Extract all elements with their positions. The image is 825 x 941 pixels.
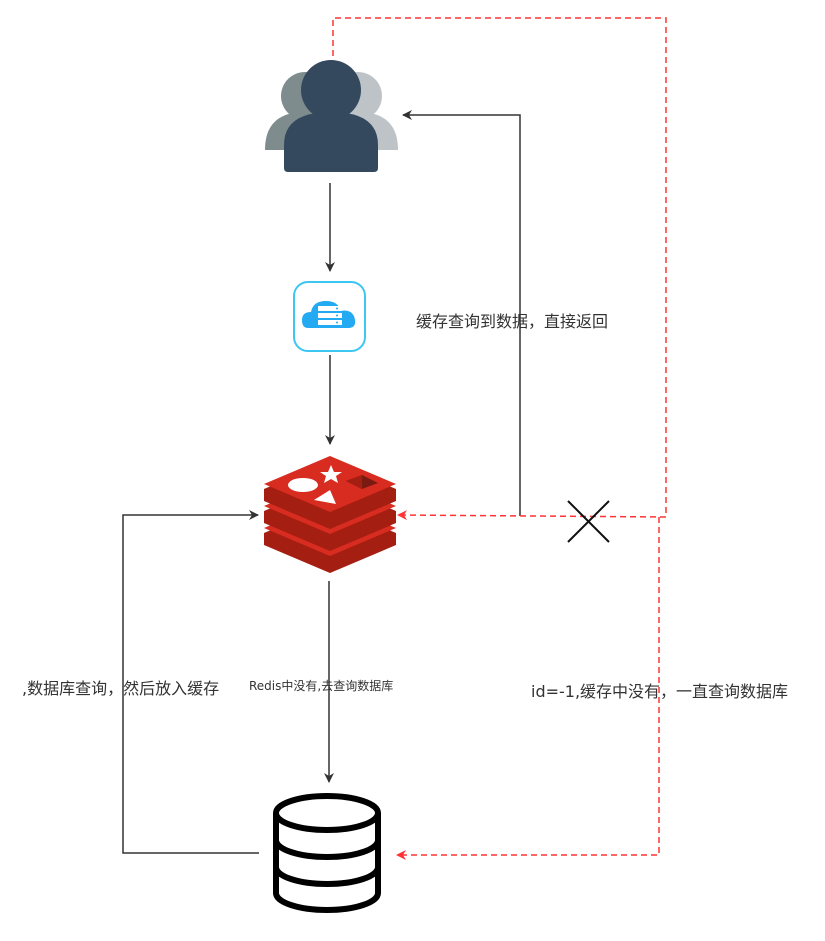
cross-icon xyxy=(567,500,610,543)
cache-hit-return-arrow xyxy=(402,110,521,516)
db-to-cache-arrow xyxy=(122,510,259,854)
cache-hit-label: 缓存查询到数据，直接返回 xyxy=(416,312,609,331)
redis-miss-label: Redis中没有,去查询数据库 xyxy=(249,679,394,693)
db-to-cache-label: ,数据库查询，然后放入缓存 xyxy=(22,679,220,698)
redis-icon xyxy=(264,456,396,573)
penetration-loop-line xyxy=(332,17,667,517)
database-icon xyxy=(273,793,381,913)
penetration-to-redis-arrow xyxy=(397,510,667,521)
users-icon xyxy=(265,60,398,172)
cloud-server-icon xyxy=(293,281,366,352)
penetration-label: id=-1,缓存中没有，一直查询数据库 xyxy=(531,682,789,701)
penetration-to-db-arrow xyxy=(396,517,660,860)
